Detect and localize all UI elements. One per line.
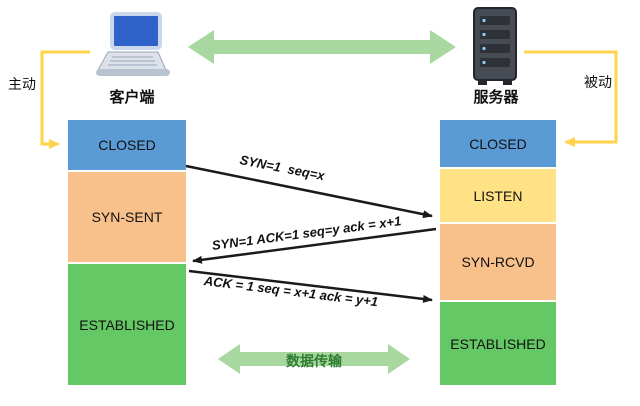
server-state-closed: CLOSED [440, 120, 556, 167]
server-label: 服务器 [473, 89, 519, 106]
data-transfer-label: 数据传输 [286, 353, 342, 369]
client-state-established: ESTABLISHED [68, 262, 186, 385]
client-state-syn-sent: SYN-SENT [68, 170, 186, 262]
syn-message-label: SYN=1 seq=x [238, 152, 326, 184]
state-label: CLOSED [98, 137, 156, 153]
client-label: 客户端 [109, 89, 155, 106]
state-label: SYN-SENT [91, 209, 163, 225]
client-state-closed: CLOSED [68, 120, 186, 170]
server-state-listen: LISTEN [440, 167, 556, 222]
state-label: LISTEN [473, 187, 523, 204]
top-connection-arrow [188, 30, 456, 64]
state-label: CLOSED [469, 135, 527, 152]
ack-message-label: ACK = 1 seq = x+1 ack = y+1 [203, 273, 379, 310]
server-role-label: 被动 [584, 74, 612, 90]
server-state-syn-rcvd: SYN-RCVD [440, 222, 556, 300]
server-state-established: ESTABLISHED [440, 300, 556, 385]
laptop-icon [90, 12, 174, 87]
client-role-label: 主动 [8, 76, 36, 92]
server-state-column: CLOSED LISTEN SYN-RCVD ESTABLISHED [440, 120, 556, 385]
state-label: ESTABLISHED [79, 316, 175, 333]
state-label: SYN-RCVD [461, 254, 535, 270]
state-label: ESTABLISHED [450, 335, 546, 352]
synack-message-label: SYN=1 ACK=1 seq=y ack = x+1 [211, 213, 403, 253]
client-state-column: CLOSED SYN-SENT ESTABLISHED [68, 120, 186, 385]
server-icon [468, 6, 522, 93]
